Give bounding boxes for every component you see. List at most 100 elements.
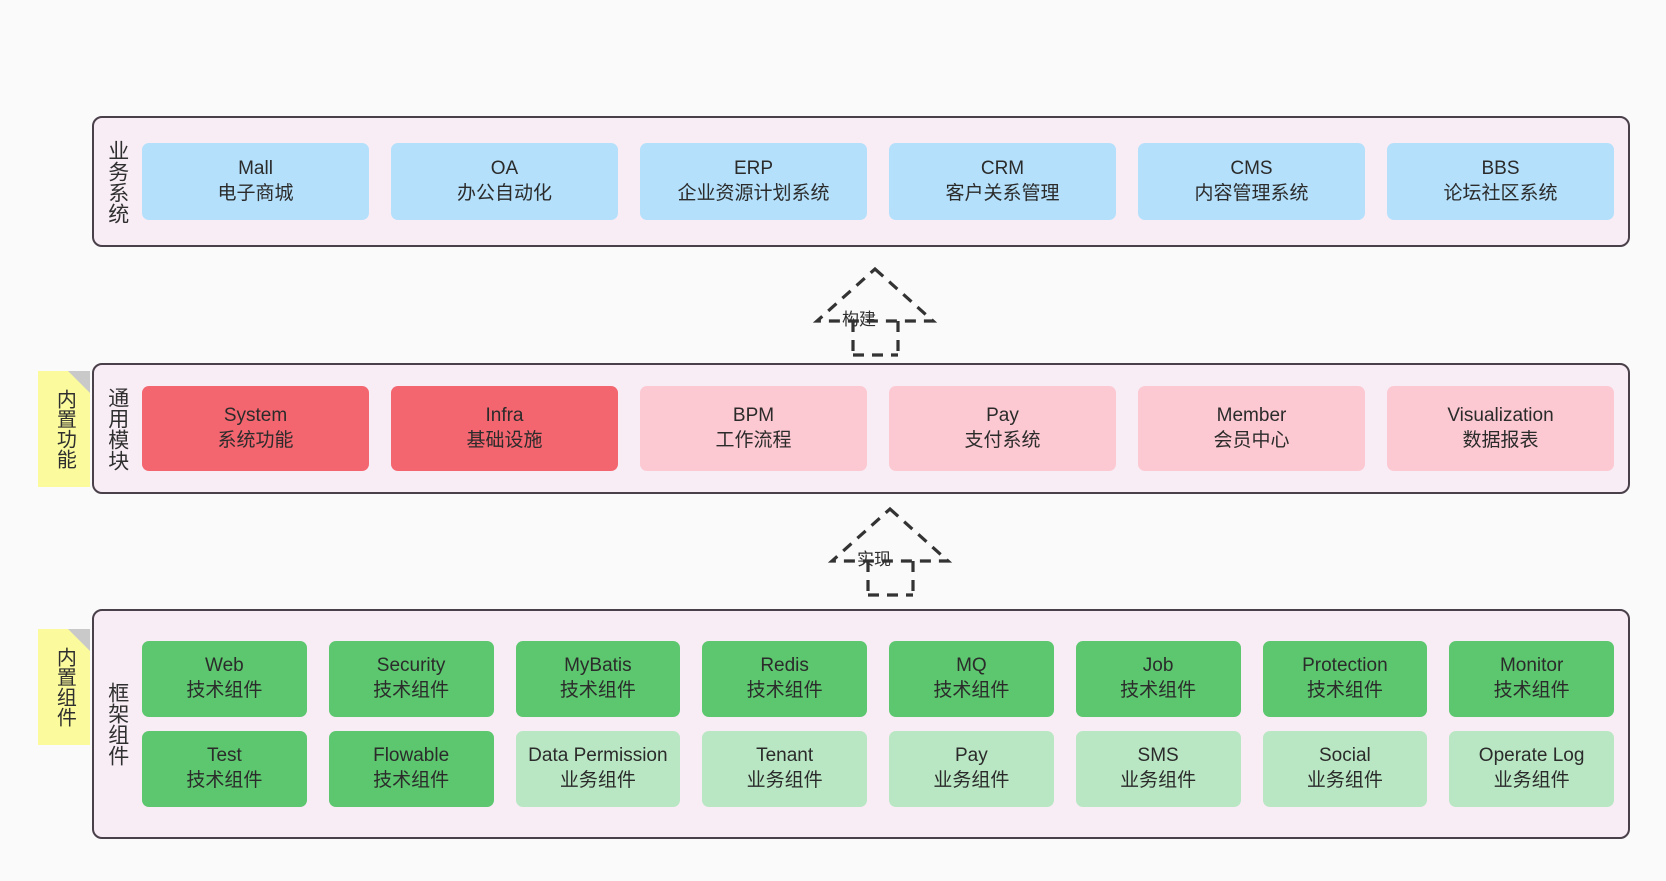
layer-body-common-modules: System 系统功能 Infra 基础设施 BPM 工作流程 Pay 支付系统… [140, 365, 1628, 492]
node-title: Redis [760, 655, 809, 677]
layer-title-common-modules: 通用模块 [105, 386, 129, 471]
node-redis[interactable]: Redis 技术组件 [702, 641, 867, 717]
node-title: CMS [1230, 157, 1273, 179]
node-subtitle: 技术组件 [1306, 680, 1383, 701]
node-subtitle: 技术组件 [933, 680, 1010, 701]
node-visualization[interactable]: Visualization 数据报表 [1387, 386, 1614, 471]
node-subtitle: 数据报表 [1462, 429, 1539, 451]
layer-title-business-systems: 业务系统 [105, 139, 129, 224]
connector-implement: 实现 [810, 505, 960, 597]
node-row: Test 技术组件 Flowable 技术组件 Data Permission … [142, 731, 1614, 807]
node-title: Visualization [1447, 404, 1554, 426]
node-bpm[interactable]: BPM 工作流程 [640, 386, 867, 471]
node-row: Mall 电子商城 OA 办公自动化 ERP 企业资源计划系统 CRM 客户关系… [142, 143, 1614, 220]
node-subtitle: 业务组件 [746, 770, 823, 791]
note-builtin-function: 内置功能 [38, 371, 90, 487]
node-subtitle: 技术组件 [373, 680, 450, 701]
node-title: Pay [986, 404, 1019, 426]
node-title: Social [1319, 745, 1371, 767]
note-fold-corner-icon [68, 371, 90, 393]
node-subtitle: 客户关系管理 [945, 182, 1060, 204]
node-flowable[interactable]: Flowable 技术组件 [328, 731, 494, 807]
node-data-permission[interactable]: Data Permission 业务组件 [515, 731, 681, 807]
connector-build-label: 构建 [842, 310, 876, 329]
node-title: Job [1142, 655, 1174, 677]
node-oa[interactable]: OA 办公自动化 [391, 143, 618, 220]
node-title: Tenant [756, 745, 814, 767]
node-subtitle: 技术组件 [746, 680, 823, 701]
node-subtitle: 业务组件 [1306, 770, 1383, 791]
node-pay-module[interactable]: Pay 支付系统 [889, 386, 1116, 471]
node-title: CRM [980, 157, 1025, 179]
node-cms[interactable]: CMS 内容管理系统 [1138, 143, 1365, 220]
note-builtin-component: 内置组件 [38, 629, 90, 745]
layer-body-framework-components: Web 技术组件 Security 技术组件 MyBatis 技术组件 Redi… [140, 611, 1628, 837]
node-title: MQ [956, 655, 987, 677]
connector-build: 构建 [795, 265, 945, 357]
node-infra[interactable]: Infra 基础设施 [391, 386, 618, 471]
node-member[interactable]: Member 会员中心 [1138, 386, 1365, 471]
node-subtitle: 技术组件 [186, 770, 263, 791]
node-subtitle: 业务组件 [1493, 770, 1570, 791]
node-subtitle: 业务组件 [559, 770, 636, 791]
node-title: Mall [238, 157, 273, 179]
node-row: Web 技术组件 Security 技术组件 MyBatis 技术组件 Redi… [142, 641, 1614, 717]
node-subtitle: 论坛社区系统 [1443, 182, 1558, 204]
node-subtitle: 技术组件 [1493, 680, 1570, 701]
node-title: Operate Log [1478, 745, 1585, 767]
layer-business-systems: 业务系统 Mall 电子商城 OA 办公自动化 ERP 企业资源计划系统 CRM… [92, 116, 1630, 247]
node-subtitle: 技术组件 [373, 770, 450, 791]
note-label: 内置功能 [53, 389, 76, 469]
node-title: Member [1216, 404, 1287, 426]
node-protection[interactable]: Protection 技术组件 [1262, 641, 1428, 717]
note-fold-corner-icon [68, 629, 90, 651]
node-title: Security [376, 655, 446, 677]
node-subtitle: 支付系统 [964, 429, 1041, 451]
node-title: Protection [1302, 655, 1388, 677]
node-subtitle: 技术组件 [559, 680, 636, 701]
node-title: MyBatis [564, 655, 632, 677]
node-bbs[interactable]: BBS 论坛社区系统 [1387, 143, 1614, 220]
node-test[interactable]: Test 技术组件 [142, 731, 307, 807]
node-erp[interactable]: ERP 企业资源计划系统 [640, 143, 867, 220]
node-title: System [223, 404, 288, 426]
node-title: Pay [955, 745, 988, 767]
node-web[interactable]: Web 技术组件 [142, 641, 307, 717]
node-title: Test [206, 745, 242, 767]
node-social[interactable]: Social 业务组件 [1262, 731, 1428, 807]
node-security[interactable]: Security 技术组件 [328, 641, 494, 717]
node-subtitle: 系统功能 [217, 429, 294, 451]
node-subtitle: 业务组件 [933, 770, 1010, 791]
node-crm[interactable]: CRM 客户关系管理 [889, 143, 1116, 220]
layer-framework-components: 框架组件 Web 技术组件 Security 技术组件 MyBatis 技术组件… [92, 609, 1630, 839]
node-mall[interactable]: Mall 电子商城 [142, 143, 369, 220]
node-sms[interactable]: SMS 业务组件 [1075, 731, 1241, 807]
node-subtitle: 内容管理系统 [1194, 182, 1309, 204]
node-tenant[interactable]: Tenant 业务组件 [702, 731, 867, 807]
node-mq[interactable]: MQ 技术组件 [889, 641, 1054, 717]
node-title: ERP [733, 157, 774, 179]
node-title: SMS [1137, 745, 1179, 767]
node-subtitle: 工作流程 [715, 429, 792, 451]
node-monitor[interactable]: Monitor 技术组件 [1449, 641, 1614, 717]
node-pay-component[interactable]: Pay 业务组件 [889, 731, 1054, 807]
node-title: Monitor [1499, 655, 1564, 677]
node-title: OA [490, 157, 519, 179]
node-system[interactable]: System 系统功能 [142, 386, 369, 471]
node-subtitle: 会员中心 [1213, 429, 1290, 451]
node-mybatis[interactable]: MyBatis 技术组件 [515, 641, 681, 717]
node-row: System 系统功能 Infra 基础设施 BPM 工作流程 Pay 支付系统… [142, 386, 1614, 471]
node-job[interactable]: Job 技术组件 [1075, 641, 1241, 717]
connector-build-shape [812, 266, 938, 357]
layer-title-framework-components: 框架组件 [105, 682, 129, 766]
layer-body-business-systems: Mall 电子商城 OA 办公自动化 ERP 企业资源计划系统 CRM 客户关系… [140, 118, 1628, 245]
connector-implement-shape [827, 506, 953, 597]
node-title: BPM [732, 404, 775, 426]
node-subtitle: 企业资源计划系统 [677, 182, 830, 204]
node-subtitle: 业务组件 [1120, 770, 1197, 791]
connector-implement-label: 实现 [857, 550, 891, 569]
layer-common-modules: 通用模块 System 系统功能 Infra 基础设施 BPM 工作流程 Pay… [92, 363, 1630, 494]
node-subtitle: 技术组件 [1120, 680, 1197, 701]
node-title: Flowable [373, 745, 450, 767]
node-operate-log[interactable]: Operate Log 业务组件 [1449, 731, 1614, 807]
